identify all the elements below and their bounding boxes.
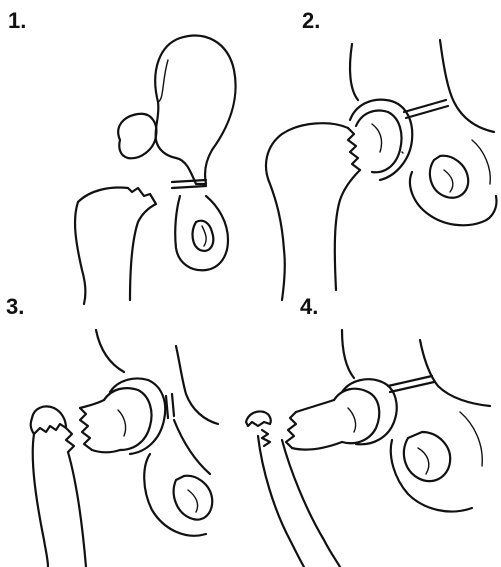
panel-1-femur-neck-fracture [78, 188, 156, 300]
panel-3-trochanter-fragment [31, 406, 66, 434]
panel-3-joint-line-left [166, 396, 168, 418]
panel-1-femur-shaft [75, 202, 85, 304]
panel-1-ilium [155, 36, 235, 184]
panel-3-pubis-line [174, 420, 210, 474]
panel-3-pelvic-ring [144, 454, 206, 536]
panel-4-pubis-detail [460, 412, 482, 466]
panel-2-ilium-outer [440, 40, 494, 132]
panel-3-femoral-head [104, 388, 152, 450]
panel-3-femur-medial [68, 452, 86, 567]
panel-4-femoral-head [334, 389, 379, 444]
panel-2-fracture-line [348, 128, 360, 170]
panel-3-obturator-hook [188, 490, 198, 512]
panel-4-ilium [342, 330, 354, 378]
panel-4-neck-lower [292, 442, 342, 450]
panel-1-ilium-detail [158, 60, 168, 102]
panel-3-ilium-outer [176, 346, 218, 424]
panel-4-fracture-line-lower [262, 430, 270, 446]
panel-1-femoral-head-fragment [118, 114, 156, 158]
panel-2-joint-line-top [404, 100, 446, 112]
panel-1-pelvic-ring [175, 196, 228, 270]
panel-4-head-detail [348, 408, 356, 432]
panel-2-head-detail [372, 124, 382, 152]
panel-2-joint-line-bottom [406, 106, 448, 118]
panel-1-obturator [193, 221, 214, 251]
panel-4-trochanter-fragment [246, 411, 271, 426]
panel-3-obturator [174, 476, 213, 520]
panel-2-dot [402, 152, 403, 153]
panel-1-joint-line-bottom [172, 186, 206, 188]
panel-2-ilium [350, 44, 358, 100]
panel-2-femur-medial [335, 170, 360, 290]
panel-2-drawing [266, 40, 496, 300]
panel-3-drawing [31, 330, 218, 567]
panel-1-drawing [75, 36, 236, 304]
panel-4-fracture-line-upper [286, 412, 296, 448]
panel-4-femur-lateral [258, 436, 304, 567]
panel-3-femur-lateral [33, 434, 48, 567]
panel-3-fracture-line-upper [80, 408, 92, 450]
panel-1-obturator-hook [202, 226, 206, 246]
panel-1-joint-line-top [172, 180, 206, 182]
panel-4-drawing [246, 330, 490, 567]
panel-2-obturator-hook [444, 170, 453, 192]
panel-3-ilium [96, 330, 124, 372]
panel-4-ilium-outer [420, 340, 490, 406]
panel-3-joint-line-right [172, 394, 174, 416]
panel-3-neck-lower [92, 450, 120, 452]
panel-2-femoral-head [356, 111, 402, 173]
panel-4-obturator-hook [418, 448, 429, 474]
panel-3-fracture-line-lower [66, 428, 74, 452]
panel-3-neck-upper [80, 400, 104, 408]
panel-2-obturator [430, 156, 468, 198]
panel-4-neck-upper [296, 400, 334, 412]
panel-3-head-detail [118, 410, 126, 436]
panel-4-femur-medial [282, 440, 340, 567]
panel-2-pubis-detail [472, 140, 490, 184]
